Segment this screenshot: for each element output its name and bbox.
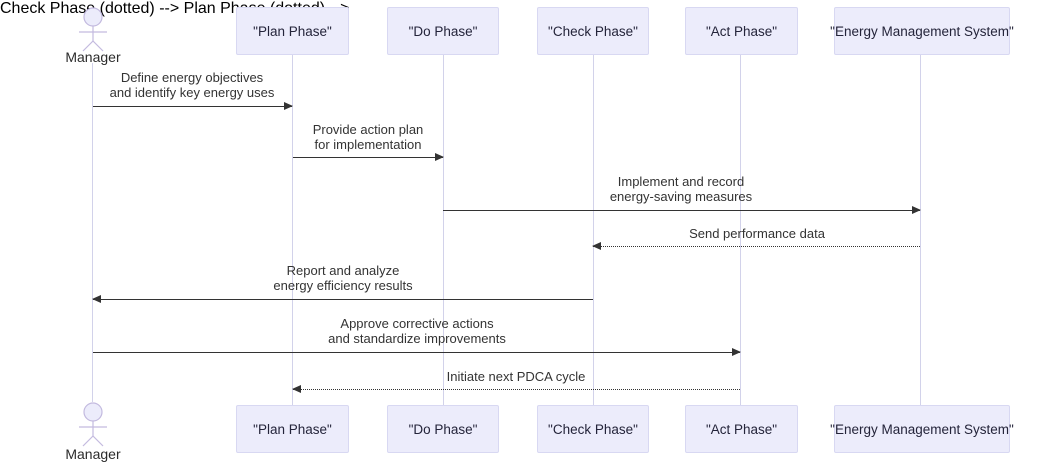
participant-label: "Do Phase"	[408, 421, 478, 437]
participant-check-phase-bottom: "Check Phase"	[537, 405, 649, 453]
message-3-label: Implement and record energy-saving measu…	[609, 174, 753, 204]
message-3-arrow	[443, 205, 921, 214]
participant-label: "Act Phase"	[705, 23, 778, 39]
message-4-label: Send performance data	[689, 226, 825, 241]
participant-do-phase-bottom: "Do Phase"	[387, 405, 499, 453]
message-5-label: Report and analyze energy efficiency res…	[273, 263, 413, 293]
message-7-arrow	[292, 384, 740, 393]
actor-icon-top	[79, 7, 107, 52]
participant-label: "Plan Phase"	[253, 421, 332, 437]
message-1-arrow	[93, 101, 293, 110]
message-6-arrow	[93, 347, 741, 356]
participant-do-phase-top: "Do Phase"	[387, 7, 499, 55]
lifeline-act-phase	[740, 55, 741, 405]
participant-label: "Energy Management System"	[830, 421, 1014, 437]
participant-act-phase-top: "Act Phase"	[685, 7, 798, 55]
participant-plan-phase-top: "Plan Phase"	[236, 7, 349, 55]
message-2-arrow	[293, 152, 444, 161]
actor-name-top: Manager	[65, 49, 121, 65]
actor-icon-bottom	[79, 402, 107, 447]
participant-energy-management-system-bottom: "Energy Management System"	[830, 405, 1014, 453]
message-7-label: Initiate next PDCA cycle	[446, 369, 586, 384]
participant-check-phase-top: "Check Phase"	[537, 7, 649, 55]
participant-label: "Check Phase"	[548, 421, 638, 437]
lifeline-manager	[92, 63, 93, 402]
participant-label: "Do Phase"	[408, 23, 478, 39]
message-2-label: Provide action plan for implementation	[312, 122, 424, 152]
message-5-arrow	[92, 294, 593, 303]
lifeline-plan-phase	[292, 55, 293, 405]
participant-plan-phase-bottom: "Plan Phase"	[236, 405, 349, 453]
message-6-label: Approve corrective actions and standardi…	[328, 316, 506, 346]
message-1-label: Define energy objectives and identify ke…	[109, 70, 275, 100]
lifeline-do-phase	[443, 55, 444, 405]
participant-label: "Plan Phase"	[253, 23, 332, 39]
participant-label: "Energy Management System"	[830, 23, 1014, 39]
message-4-arrow	[592, 241, 920, 250]
participant-energy-management-system-top: "Energy Management System"	[830, 7, 1014, 55]
participant-label: "Act Phase"	[705, 421, 778, 437]
participant-act-phase-bottom: "Act Phase"	[685, 405, 798, 453]
actor-name-bottom: Manager	[65, 446, 121, 462]
participant-label: "Check Phase"	[548, 23, 638, 39]
lifeline-check-phase	[593, 55, 594, 405]
lifeline-energy-management-system	[920, 55, 921, 405]
